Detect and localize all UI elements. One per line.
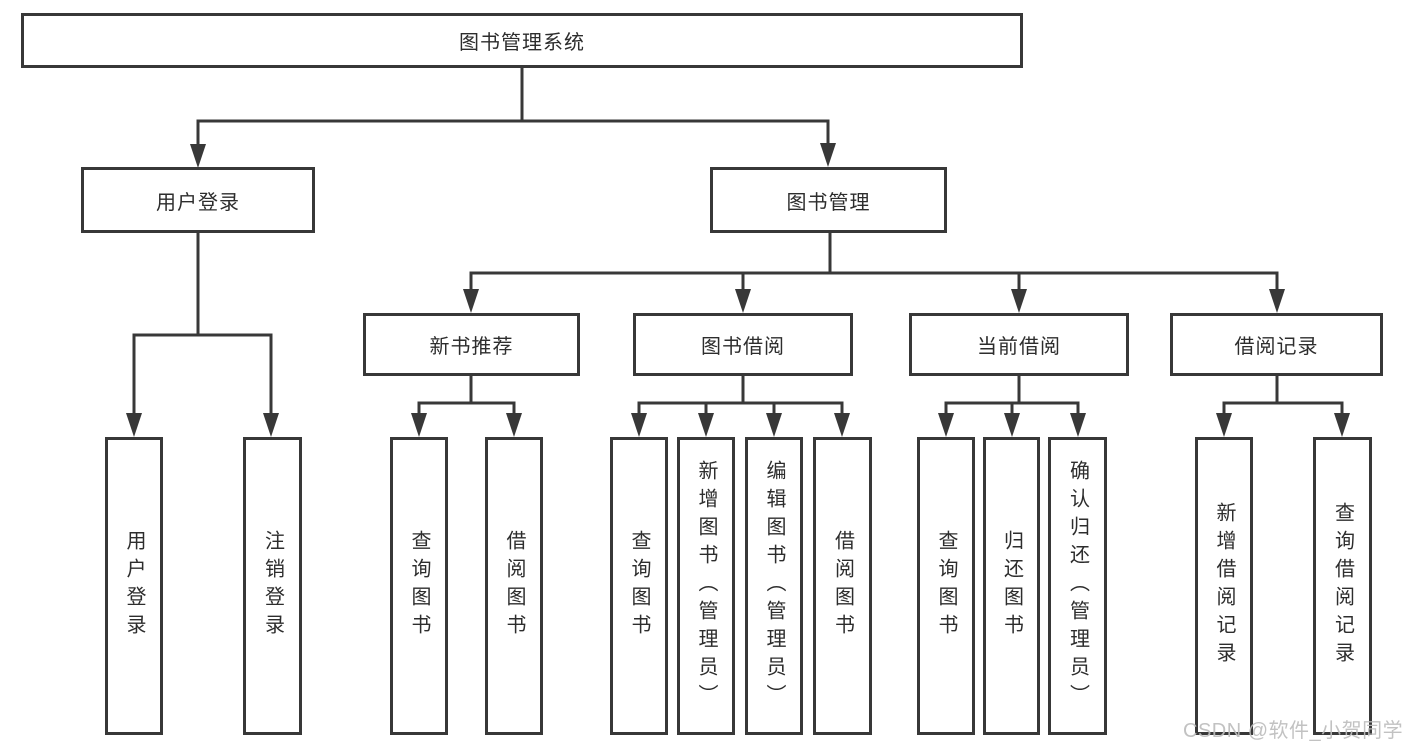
leaf-add-borrow-record-label: 新增借阅记录 [1213,502,1235,670]
leaf-add-book-admin-label: 新增图书（管理员） [695,460,717,712]
leaf-query-books-recommend-label: 查询图书 [408,530,430,642]
leaf-query-books-current-label: 查询图书 [935,530,957,642]
node-book-borrow: 图书借阅 [633,313,853,376]
watermark-text: CSDN @软件_小贺同学 [1183,720,1404,742]
leaf-user-login: 用户登录 [105,437,163,735]
leaf-return-books: 归还图书 [983,437,1040,735]
node-current-borrow: 当前借阅 [909,313,1129,376]
node-book-management: 图书管理 [710,167,947,233]
leaf-confirm-return-admin-label: 确认归还（管理员） [1066,460,1089,712]
node-user-login: 用户登录 [81,167,315,233]
leaf-query-books-borrow: 查询图书 [610,437,668,735]
leaf-borrow-books-label: 借阅图书 [831,530,854,642]
arrowheads [126,143,1350,437]
leaf-logout: 注销登录 [243,437,302,735]
node-new-book-recommend: 新书推荐 [363,313,580,376]
leaf-add-book-admin: 新增图书（管理员） [677,437,735,735]
leaf-confirm-return-admin: 确认归还（管理员） [1048,437,1107,735]
leaf-query-borrow-record: 查询借阅记录 [1313,437,1372,735]
node-book-borrow-label: 图书借阅 [701,336,785,358]
leaf-borrow-books-recommend-label: 借阅图书 [503,530,525,642]
leaf-edit-book-admin-label: 编辑图书（管理员） [763,460,785,712]
leaf-query-books-recommend: 查询图书 [390,437,448,735]
node-root-label: 图书管理系统 [459,32,585,54]
leaf-borrow-books: 借阅图书 [813,437,872,735]
node-borrow-records: 借阅记录 [1170,313,1383,376]
node-user-login-label: 用户登录 [156,191,240,214]
leaf-query-borrow-record-label: 查询借阅记录 [1331,502,1354,670]
leaf-user-login-label: 用户登录 [123,530,145,642]
leaf-query-books-current: 查询图书 [917,437,975,735]
leaf-logout-label: 注销登录 [261,530,284,642]
leaf-query-books-borrow-label: 查询图书 [628,530,650,642]
leaf-edit-book-admin: 编辑图书（管理员） [745,437,803,735]
node-book-management-label: 图书管理 [786,191,871,214]
leaf-borrow-books-recommend: 借阅图书 [485,437,543,735]
node-borrow-records-label: 借阅记录 [1234,336,1319,358]
node-new-book-recommend-label: 新书推荐 [429,336,514,358]
node-root: 图书管理系统 [21,13,1023,68]
leaf-return-books-label: 归还图书 [1000,530,1023,642]
node-current-borrow-label: 当前借阅 [977,336,1061,358]
leaf-add-borrow-record: 新增借阅记录 [1195,437,1253,735]
